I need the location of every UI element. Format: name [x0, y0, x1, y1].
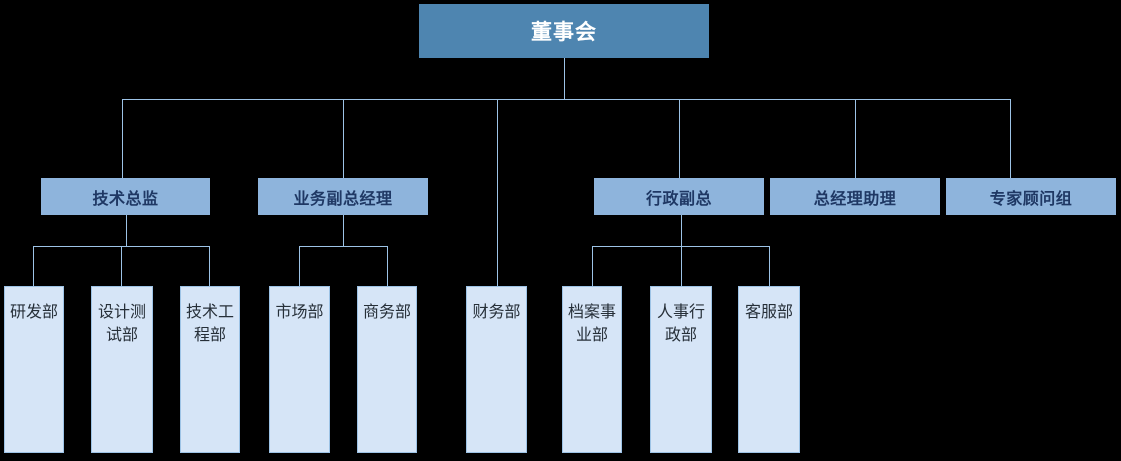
org-node-finance-dept[interactable]: 财务部: [466, 286, 527, 453]
org-node-market-dept-label: 市场部: [275, 302, 324, 321]
org-node-admin-vp-label: 行政副总: [645, 188, 712, 208]
org-node-market-dept[interactable]: 市场部: [269, 286, 330, 453]
org-node-root-label: 董事会: [531, 20, 597, 44]
org-node-tech-director[interactable]: 技术总监: [41, 178, 210, 215]
org-node-expert-group-label: 专家顾问组: [989, 188, 1073, 208]
connector-admin-vp-stem: [681, 215, 682, 246]
connector-drop-business-vp: [343, 99, 344, 178]
org-node-rnd-dept-label: 研发部: [9, 302, 58, 321]
org-node-archive-dept-label: 档案事业部: [567, 302, 616, 344]
org-node-gm-assistant[interactable]: 总经理助理: [770, 178, 940, 215]
connector-drop-gm-assistant: [855, 99, 856, 178]
connector-root-stem: [564, 58, 565, 99]
connector-admin-vp-bus: [592, 246, 769, 247]
org-node-gm-assistant-label: 总经理助理: [813, 188, 897, 208]
org-node-business-vp-label: 业务副总经理: [293, 188, 393, 208]
connector-drop-tech-eng-dept: [209, 246, 210, 286]
connector-drop-archive-dept: [592, 246, 593, 286]
org-node-design-test-dept[interactable]: 设计测试部: [91, 286, 153, 453]
connector-drop-design-test-dept: [121, 246, 122, 286]
connector-drop-hr-admin-dept: [681, 246, 682, 286]
connector-drop-commerce-dept: [387, 246, 388, 286]
connector-tech-director-stem: [126, 215, 127, 246]
org-node-customer-service-dept-label: 客服部: [744, 302, 793, 321]
connector-drop-customer-service-dept: [769, 246, 770, 286]
connector-drop-admin-vp: [679, 99, 680, 178]
connector-drop-market-dept: [299, 246, 300, 286]
connector-business-vp-bus: [299, 246, 388, 247]
org-node-rnd-dept[interactable]: 研发部: [4, 286, 64, 453]
connector-drop-finance-dept: [497, 99, 498, 286]
connector-level2-bus: [122, 99, 1011, 100]
org-node-tech-eng-dept[interactable]: 技术工程部: [180, 286, 240, 453]
connector-drop-expert-group: [1010, 99, 1011, 178]
org-node-archive-dept[interactable]: 档案事业部: [562, 286, 622, 453]
org-node-root[interactable]: 董事会: [419, 4, 709, 58]
org-node-hr-admin-dept[interactable]: 人事行政部: [650, 286, 712, 453]
org-node-commerce-dept[interactable]: 商务部: [357, 286, 417, 453]
org-node-expert-group[interactable]: 专家顾问组: [946, 178, 1116, 215]
org-node-admin-vp[interactable]: 行政副总: [594, 178, 764, 215]
org-node-business-vp[interactable]: 业务副总经理: [258, 178, 428, 215]
org-node-customer-service-dept[interactable]: 客服部: [738, 286, 800, 453]
org-node-tech-eng-dept-label: 技术工程部: [185, 302, 234, 344]
connector-drop-rnd-dept: [33, 246, 34, 286]
org-node-finance-dept-label: 财务部: [472, 302, 521, 321]
org-node-commerce-dept-label: 商务部: [362, 302, 411, 321]
connector-drop-tech-director: [122, 99, 123, 178]
org-node-tech-director-label: 技术总监: [92, 188, 159, 208]
connector-business-vp-stem: [343, 215, 344, 246]
org-node-design-test-dept-label: 设计测试部: [97, 302, 146, 344]
org-node-hr-admin-dept-label: 人事行政部: [656, 302, 705, 344]
